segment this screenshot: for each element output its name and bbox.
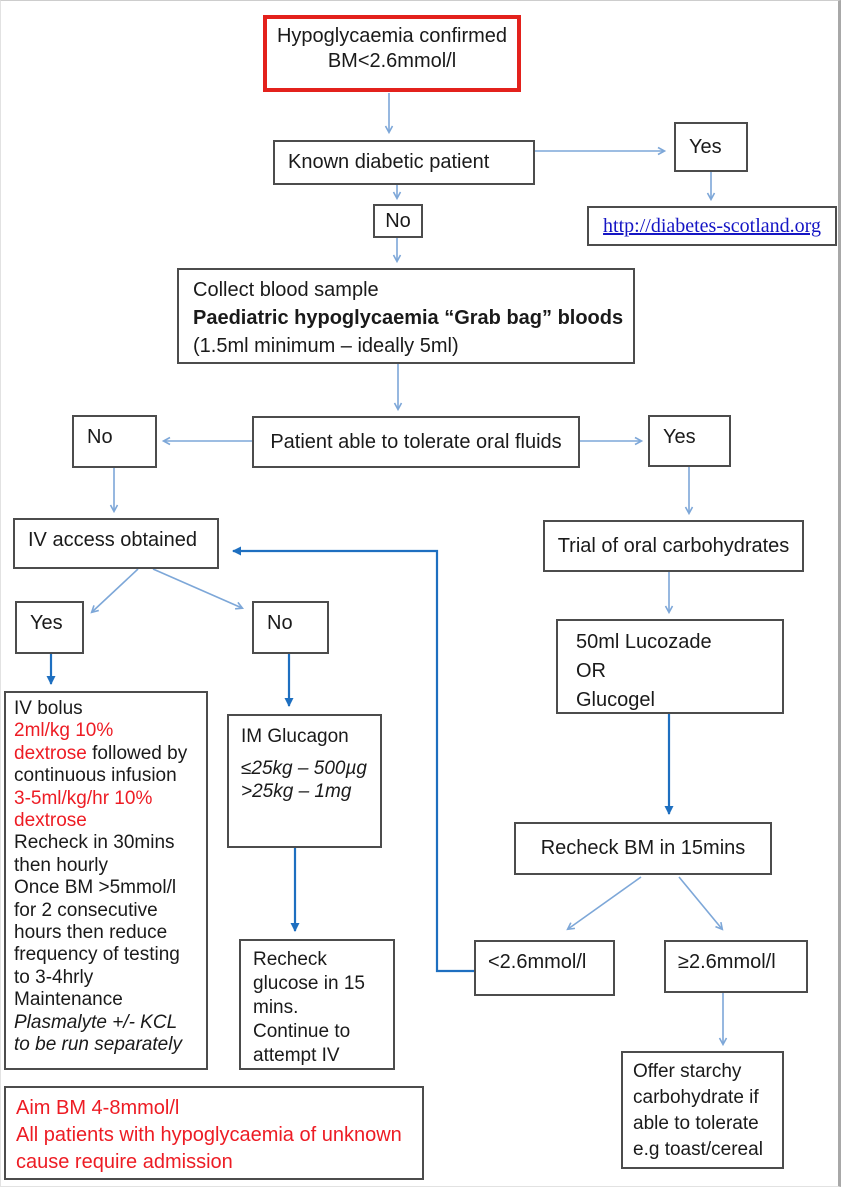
- text-line: Recheck in 30mins: [14, 832, 175, 854]
- node-recheck-glucose-continue-iv: Recheck glucose in 15 mins. Continue to atte…: [239, 939, 395, 1070]
- text-line: attempt IV: [253, 1045, 340, 1066]
- text-line: Plasmalyte +/- KCL: [14, 1011, 178, 1033]
- text-line: dextrose: [14, 810, 87, 832]
- text-line: frequency of testing: [14, 944, 180, 966]
- node-label: Yes: [689, 135, 722, 158]
- node-label: Recheck BM in 15mins: [540, 837, 746, 859]
- node-offer-starchy-carbohydrate: Offer starchy carbohydrate if able to tole…: [621, 1051, 784, 1169]
- node-label: Yes: [663, 426, 696, 448]
- text-line: e.g toast/cereal: [633, 1139, 763, 1160]
- text-line: Offer starchy: [633, 1061, 742, 1082]
- text-line: Continue to: [253, 1021, 351, 1042]
- text-line: able to tolerate: [633, 1113, 759, 1134]
- node-label: Known diabetic patient: [288, 151, 490, 173]
- text-line: Hypoglycaemia confirmed: [276, 24, 508, 47]
- node-tolerate-oral-fluids: Patient able to tolerate oral fluids: [252, 416, 580, 468]
- arrow-recheckbm-to-ge26: [678, 876, 724, 931]
- text-line: BM<2.6mmol/l: [327, 49, 457, 72]
- text-line: cause require admission: [16, 1151, 233, 1173]
- node-diabetes-scotland-link: http://diabetes-scotland.org: [587, 206, 837, 246]
- text-line: carbohydrate if: [633, 1087, 759, 1108]
- node-label: No: [267, 612, 293, 634]
- arrow-ivaccess-to-no: [152, 568, 245, 610]
- arrow-recheckbm-to-lt26: [566, 876, 642, 931]
- text-line: to be run separately: [14, 1034, 182, 1056]
- text-line: OR: [576, 660, 606, 682]
- node-label: No: [87, 426, 113, 448]
- text-line: continuous infusion: [14, 765, 177, 787]
- text-line: Once BM >5mmol/l: [14, 877, 177, 899]
- node-no-known-diabetic: No: [373, 204, 423, 238]
- text-line: All patients with hypoglycaemia of unkno…: [16, 1124, 402, 1146]
- text-line: for 2 consecutive: [14, 899, 158, 921]
- text-line: >25kg – 1mg: [241, 781, 352, 802]
- diabetes-scotland-hyperlink[interactable]: http://diabetes-scotland.org: [603, 214, 821, 237]
- text-line: then hourly: [14, 854, 109, 876]
- node-label: <2.6mmol/l: [488, 951, 587, 973]
- node-bm-above-equal-2-6: ≥2.6mmol/l: [664, 940, 808, 993]
- node-yes-known-diabetic: Yes: [674, 122, 748, 172]
- text-line: Aim BM 4-8mmol/l: [16, 1097, 180, 1119]
- node-yes-iv-access: Yes: [15, 601, 84, 654]
- text-line: to 3-4hrly: [14, 966, 94, 988]
- node-no-iv-access: No: [252, 601, 329, 654]
- text-line: dextrose followed by: [14, 742, 188, 764]
- node-trial-oral-carbohydrates: Trial of oral carbohydrates: [543, 520, 804, 572]
- text-line: Recheck: [253, 949, 327, 970]
- node-label: No: [385, 209, 411, 232]
- text-line: glucose in 15: [253, 973, 365, 994]
- node-im-glucagon: IM Glucagon ≤25kg – 500µg>25kg – 1mg: [227, 714, 382, 848]
- node-yes-tolerate: Yes: [648, 415, 731, 467]
- node-label: Yes: [30, 612, 63, 634]
- node-label: Trial of oral carbohydrates: [557, 534, 790, 557]
- node-label: IV access obtained: [28, 529, 197, 551]
- node-no-tolerate: No: [72, 415, 157, 468]
- text-line: Paediatric hypoglycaemia “Grab bag” bloo…: [193, 307, 624, 329]
- text-line: Collect blood sample: [193, 279, 379, 301]
- node-label: Patient able to tolerate oral fluids: [270, 430, 562, 453]
- text-line: ≤25kg – 500µg: [241, 758, 367, 779]
- text-line: 3-5ml/kg/hr 10%: [14, 787, 153, 809]
- node-recheck-bm-15mins: Recheck BM in 15mins: [514, 822, 772, 875]
- text-line: Maintenance: [14, 989, 123, 1011]
- node-known-diabetic-patient: Known diabetic patient: [273, 140, 535, 185]
- text-line: Glucogel: [576, 689, 655, 711]
- node-label: ≥2.6mmol/l: [678, 951, 776, 973]
- text-line: 2ml/kg 10%: [14, 720, 114, 742]
- text-line: mins.: [253, 997, 299, 1018]
- text-line: IM Glucagon: [241, 726, 349, 747]
- arrow-ivaccess-to-yes: [90, 568, 139, 614]
- text-line: IV bolus: [14, 698, 83, 719]
- node-iv-access-obtained: IV access obtained: [13, 518, 219, 569]
- text-line: hours then reduce: [14, 922, 168, 944]
- text-line: 50ml Lucozade: [576, 631, 712, 653]
- node-bm-below-2-6: <2.6mmol/l: [474, 940, 615, 996]
- text-line: (1.5ml minimum – ideally 5ml): [193, 335, 459, 357]
